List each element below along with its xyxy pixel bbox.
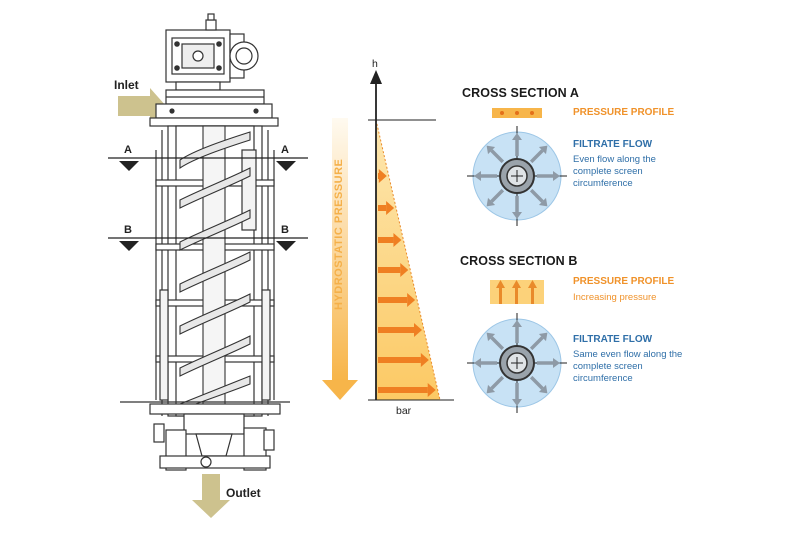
flow-arrowhead [538, 332, 548, 342]
filtrate-flow-circle-b [467, 313, 567, 413]
section-b-right-label: B [281, 224, 289, 236]
pressure-profile-b-title: PRESSURE PROFILE [573, 276, 675, 287]
filtrate-flow-a-text: Even flow along the complete screen circ… [573, 154, 656, 189]
pressure-arrows [378, 169, 436, 397]
y-axis-label: h [372, 58, 378, 70]
cross-section-a-title: CROSS SECTION A [462, 86, 580, 100]
profile-dot [500, 111, 504, 115]
profile-dot [530, 111, 534, 115]
pressure-arrowhead [420, 353, 429, 367]
pressure-arrowhead [414, 323, 422, 337]
pressure-profile-a-title: PRESSURE PROFILE [573, 107, 675, 118]
cross-section-b-title: CROSS SECTION B [460, 254, 578, 268]
flow-arrow [529, 375, 544, 390]
cross-section-b-graphics [467, 280, 567, 413]
outlet-arrow [192, 474, 230, 518]
pressure-arrow [378, 297, 408, 303]
pressure-chart [368, 70, 454, 401]
flow-arrowhead [512, 399, 522, 406]
pressure-arrow [378, 327, 414, 333]
profile-dot [515, 111, 519, 115]
flow-arrow [529, 188, 544, 203]
flow-arrowhead [512, 320, 522, 327]
gearbox [165, 13, 259, 91]
flow-arrowhead [486, 384, 496, 394]
flow-arrowhead [538, 197, 548, 207]
pressure-arrow [378, 237, 394, 243]
flow-arrowhead [486, 145, 496, 155]
section-a-right-label: A [281, 144, 289, 156]
filtrate-flow-circle-a [467, 126, 567, 226]
pressure-arrow [378, 357, 421, 363]
flow-arrowhead [553, 358, 560, 368]
flow-arrowhead [486, 197, 496, 207]
flow-arrowhead [553, 171, 560, 181]
pressure-arrowhead [407, 293, 416, 307]
pressure-arrowhead [378, 169, 387, 183]
flow-arrowhead [538, 145, 548, 155]
pressure-arrowhead [393, 233, 402, 247]
pressure-arrow [378, 387, 428, 393]
section-line-b [108, 237, 308, 251]
hydrostatic-gradient-arrow [322, 118, 358, 400]
pressure-arrowhead [386, 201, 395, 215]
inlet-label: Inlet [114, 78, 139, 92]
increasing-pressure-arrows [496, 280, 537, 304]
x-axis-label: bar [396, 405, 412, 417]
hydrostatic-pressure-label: HYDROSTATIC PRESSURE [333, 158, 345, 310]
flow-arrowhead [486, 332, 496, 342]
flow-arrow [490, 188, 505, 203]
filtrate-flow-a-title: FILTRATE FLOW [573, 139, 653, 150]
flow-arrow [529, 336, 544, 351]
flow-arrow [490, 336, 505, 351]
flow-arrowhead [474, 358, 481, 368]
section-line-a [108, 157, 308, 171]
filtrate-flow-b-title: FILTRATE FLOW [573, 334, 653, 345]
section-a-left-label: A [124, 144, 132, 156]
discharge-base [120, 401, 290, 471]
flow-arrow [529, 149, 544, 164]
flow-arrow [490, 375, 505, 390]
pressure-arrow [378, 267, 401, 273]
flow-arrowhead [512, 212, 522, 219]
section-b-left-label: B [124, 224, 132, 236]
pressure-profile-b-text: Increasing pressure [573, 292, 657, 303]
inlet-housing [149, 89, 279, 127]
pressure-arrowhead [427, 383, 436, 397]
flow-arrow [490, 149, 505, 164]
y-axis-arrowhead [370, 70, 382, 84]
pressure-arrowhead [400, 263, 409, 277]
flow-arrowhead [538, 384, 548, 394]
cross-section-a-graphics [467, 108, 567, 226]
pressure-arrow [378, 205, 387, 211]
inlet-arrow [118, 88, 166, 124]
flow-arrowhead [512, 133, 522, 140]
flow-arrowhead [474, 171, 481, 181]
filtrate-flow-b-text: Same even flow along the complete screen… [573, 349, 683, 384]
outlet-label: Outlet [226, 486, 261, 500]
